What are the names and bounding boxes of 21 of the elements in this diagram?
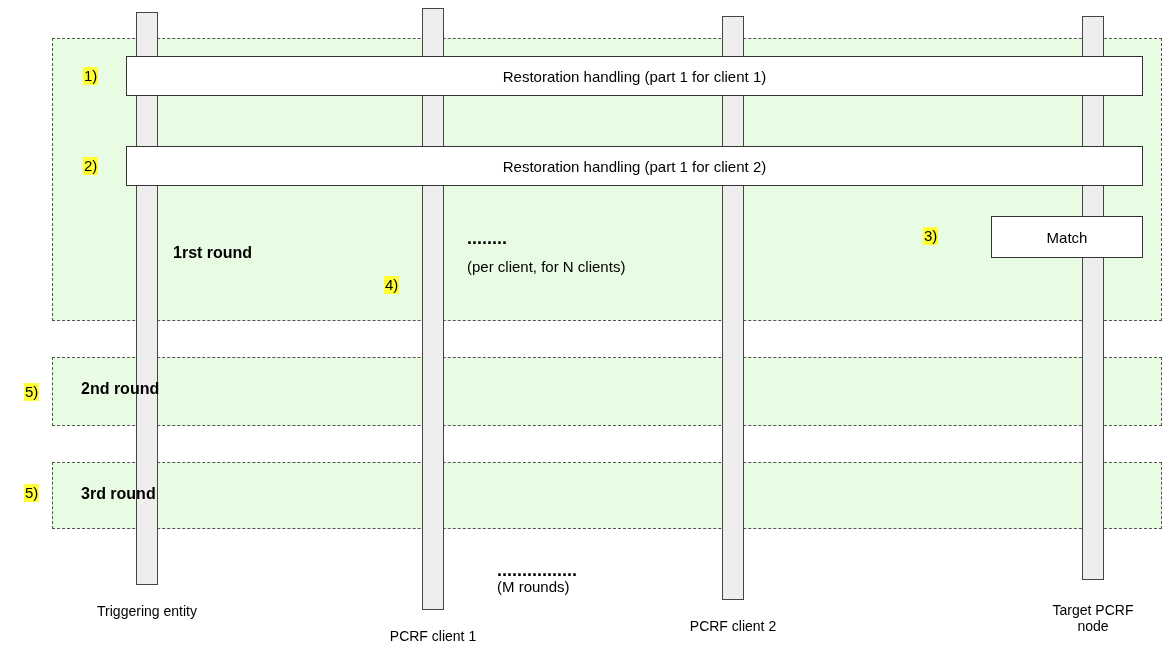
step-number: 2) [83, 157, 99, 175]
round-title: 1rst round [173, 244, 253, 262]
round-panel [52, 462, 1162, 529]
dots: ........ [467, 228, 507, 249]
process-box: Restoration handling (part 1 for client 1) [126, 56, 1143, 96]
step-number: 3) [923, 227, 939, 245]
round-panel [52, 357, 1162, 426]
lifeline-label: PCRF client 1 [388, 628, 478, 644]
dots: ................ [497, 560, 577, 581]
step-number: 4) [384, 276, 400, 294]
process-box: Restoration handling (part 1 for client 2) [126, 146, 1143, 186]
note-text: (per client, for N clients) [467, 258, 626, 275]
round-panel [52, 38, 1162, 321]
lifeline-label: PCRF client 2 [688, 618, 778, 634]
step-number: 1) [83, 67, 99, 85]
step-number: 5) [24, 484, 40, 502]
lifeline-label: Triggering entity [96, 603, 198, 619]
lifeline-label: Target PCRF node [1051, 602, 1135, 634]
note-text: (M rounds) [497, 578, 570, 595]
step-number: 5) [24, 383, 40, 401]
process-box: Match [991, 216, 1143, 258]
